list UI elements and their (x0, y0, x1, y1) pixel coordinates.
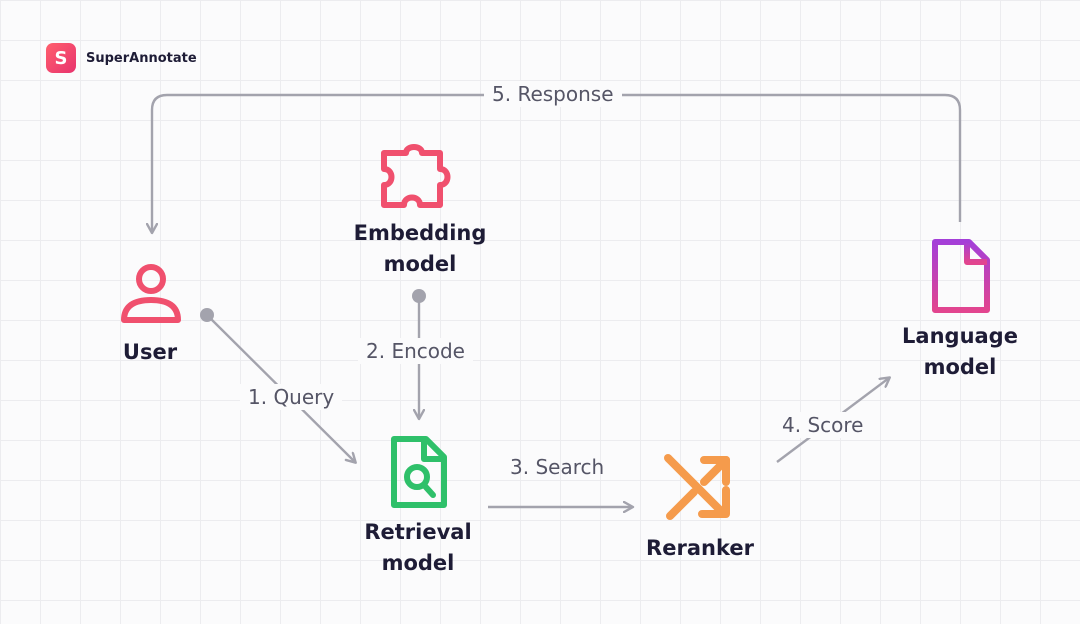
node-embedding-label-line1: Embedding (353, 221, 487, 245)
node-user-label-text: User (122, 340, 178, 364)
node-reranker-label: Reranker (630, 533, 770, 564)
puzzle-piece-icon (381, 144, 451, 208)
node-language-label-line2: model (923, 355, 997, 379)
node-reranker-label-text: Reranker (646, 536, 754, 560)
node-retrieval-label: Retrieval model (348, 517, 488, 579)
user-icon (121, 264, 181, 323)
edge-response-line (152, 93, 962, 232)
node-embedding-label-line2: model (383, 252, 457, 276)
shuffle-icon (664, 454, 730, 520)
node-retrieval-label-line1: Retrieval (364, 520, 472, 544)
node-user-label: User (100, 337, 200, 368)
node-language-label: Language model (880, 321, 1040, 383)
node-embedding-label: Embedding model (340, 218, 500, 280)
node-language-label-line1: Language (902, 324, 1018, 348)
edge-label-search: 3. Search (510, 455, 605, 479)
document-search-icon (391, 436, 447, 508)
edge-label-encode: 2. Encode (358, 338, 473, 364)
node-retrieval-label-line2: model (381, 551, 455, 575)
edge-label-query: 1. Query (240, 384, 343, 410)
superannotate-logo-icon: S (46, 43, 76, 73)
document-icon (932, 239, 990, 313)
brand: S SuperAnnotate (46, 43, 197, 73)
edge-label-score: 4. Score (774, 412, 872, 438)
brand-name: SuperAnnotate (86, 50, 197, 66)
edge-label-response: 5. Response (484, 81, 622, 107)
